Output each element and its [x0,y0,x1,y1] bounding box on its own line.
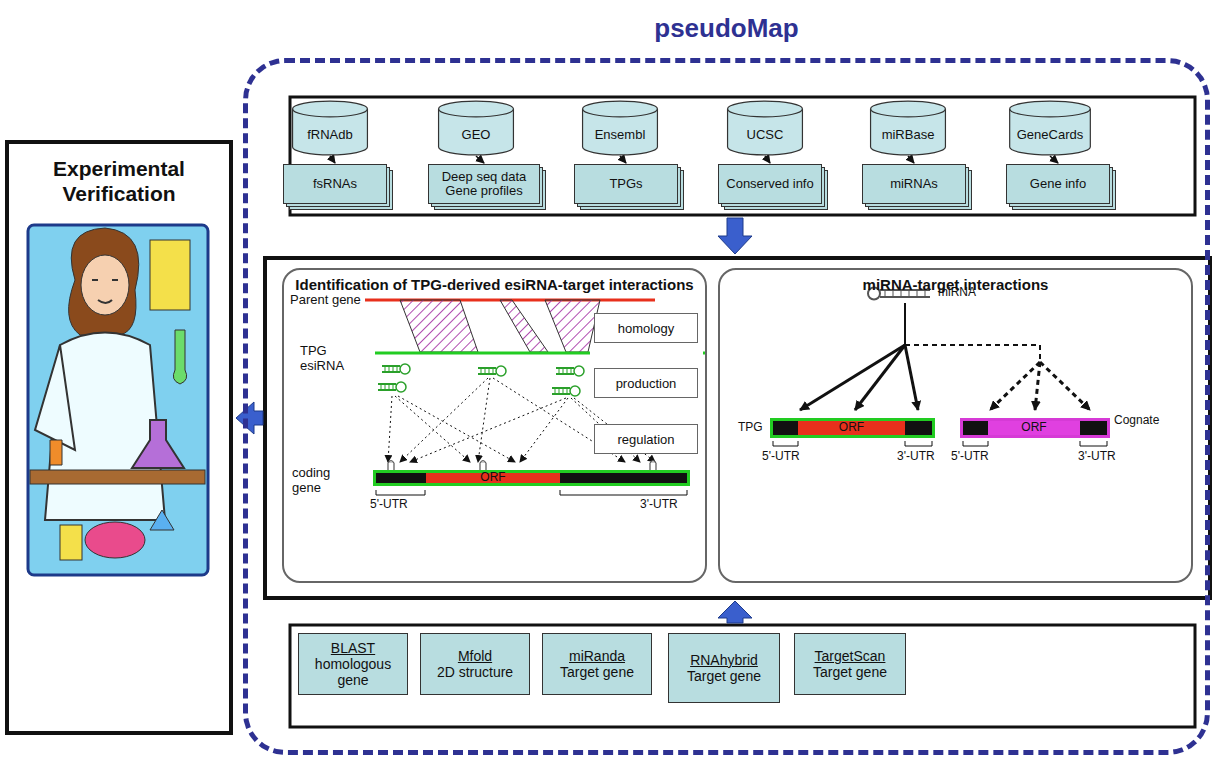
node-title: fRNAdb [307,127,353,142]
node-body: homologous gene [301,656,405,688]
node-title: miRBase [882,127,935,142]
data-document: Gene info [1006,164,1110,204]
node-title: regulation [617,432,674,447]
step-box: homology [594,313,698,343]
connector-arrow [765,156,770,163]
node-title: homology [618,321,674,336]
node-title: Deep seq data Gene profiles [433,170,535,199]
data-document: Deep seq data Gene profiles [428,164,540,204]
diagram-label: Cognate [1114,414,1159,428]
mirna-illustration [770,288,1110,447]
tool-box: Mfold2D structure [420,633,530,695]
flow-arrow [236,402,263,434]
diagram-label: 5'-UTR [370,498,408,512]
step-box: production [594,368,698,398]
system-region: pseudoMapfRNAdbGEOEnsemblUCSCmiRBaseGene… [243,58,1210,755]
node-title: Ensembl [595,127,646,142]
diagram-label: 5'-UTR [762,450,800,464]
database-cylinder: UCSC [726,100,804,156]
node-title: TargetScan [815,648,886,664]
database-cylinder: GeneCards [1008,100,1092,156]
data-document: fsRNAs [283,164,387,204]
scientist-clipart [28,225,208,575]
diagram-label: TPG esiRNA [300,344,350,374]
node-body: Target gene [813,664,887,680]
connector-arrow [908,156,914,163]
diagram-label: Parent gene [290,293,361,308]
tool-box: TargetScanTarget gene [794,633,906,695]
node-title: BLAST [331,640,375,656]
node-title: Mfold [458,648,492,664]
connector-arrow [620,156,626,163]
node-title: GeneCards [1017,127,1083,142]
step-box: regulation [594,424,698,454]
source-panel [290,97,1195,215]
data-document: TPGs [574,164,678,204]
node-body: Target gene [687,668,761,684]
node-title: fsRNAs [313,177,357,191]
flow-arrow [718,601,752,623]
diagram-label: 3'-UTR [897,450,935,464]
diagram-label: coding gene [292,466,344,496]
data-document: miRNAs [862,164,966,204]
data-document: Conserved info [718,164,822,204]
node-title: Experimental Verification [9,156,229,206]
connector-arrow [330,156,335,163]
connector-arrow [1050,156,1058,163]
node-title: Identification of TPG-derived esiRNA-tar… [284,276,705,293]
diagram-label: 5'-UTR [951,450,989,464]
node-title: GEO [462,127,491,142]
verification-box: Experimental Verification [5,140,233,735]
node-body: 2D structure [437,664,513,680]
diagram-label: ORF [426,471,560,485]
database-cylinder: Ensembl [581,100,659,156]
node-body: Target gene [560,664,634,680]
tool-box: RNAhybridTarget gene [668,633,780,703]
node-title: production [616,376,677,391]
node-title: UCSC [747,127,784,142]
analysis-panel [265,258,1210,598]
tool-box: BLASThomologous gene [298,633,408,695]
node-title: miRNAs [890,177,938,191]
node-title: TPGs [609,177,642,191]
node-title: Gene info [1030,177,1086,191]
connector-arrow [476,156,484,163]
node-title: pseudoMap [248,13,1205,44]
database-cylinder: miRBase [869,100,947,156]
node-title: miRanda [569,648,625,664]
node-title: Conserved info [726,177,813,191]
diagram-label: 3'-UTR [1078,450,1116,464]
esirna-illustration [365,300,706,495]
diagram-label: miRNA [938,286,976,300]
diagram-label: 3'-UTR [640,498,678,512]
tool-box: miRandaTarget gene [542,633,652,695]
diagram-label: ORF [988,421,1080,435]
database-cylinder: fRNAdb [291,100,369,156]
node-title: RNAhybrid [690,652,758,668]
database-cylinder: GEO [437,100,515,156]
diagram-label: ORF [798,421,905,435]
analysis-panel: Identification of TPG-derived esiRNA-tar… [282,268,707,583]
diagram-label: TPG [738,421,763,435]
tools-panel [290,625,1195,727]
flow-arrow [718,218,752,254]
